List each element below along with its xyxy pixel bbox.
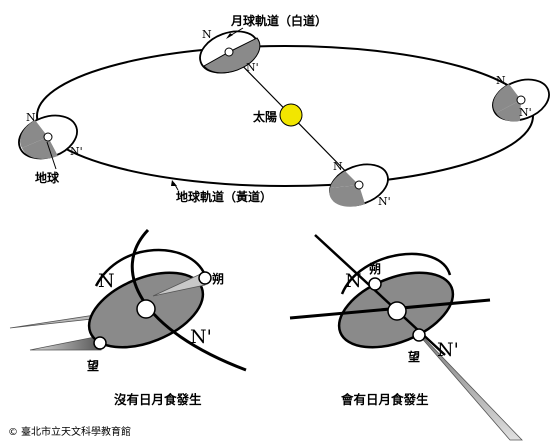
no-eclipse-diagram: 朔 望 N N' 沒有日月食發生 [9, 228, 247, 407]
node-n-prime-right: N' [519, 106, 532, 119]
full-moon-label-left: 望 [87, 358, 99, 373]
node-n-right: N [496, 74, 506, 87]
node-n-br: N [345, 270, 362, 292]
moon-orbit-top: N N' [199, 28, 261, 74]
new-moon-left [198, 271, 212, 285]
top-diagram: 太陽 N N' 月球軌道（白道） N N' N [18, 13, 550, 208]
node-n-top: N [202, 28, 212, 41]
moon-orbit-right: N N' [492, 74, 550, 122]
node-n-prime-left: N' [70, 145, 83, 158]
new-moon-right [368, 277, 382, 291]
caption-eclipse: 會有日月食發生 [341, 392, 429, 407]
eclipse-diagram: 朔 望 N N' 會有日月食發生 [289, 234, 523, 441]
full-moon-label-right: 望 [408, 349, 420, 364]
moon-orbit-arrowhead [226, 33, 233, 39]
earth-orbit-arrowhead [171, 180, 177, 186]
moon-orbit-label: 月球軌道（白道） [230, 13, 327, 28]
moon-orbit-bottom: N N' [329, 160, 391, 208]
sun [279, 103, 303, 127]
node-n-prime-bl: N' [190, 326, 212, 348]
node-n-bl: N [98, 270, 115, 292]
earth-left [136, 299, 156, 319]
moon-orbit-arc-right [340, 252, 452, 295]
node-n-bottom: N [333, 160, 343, 173]
caption-no-eclipse: 沒有日月食發生 [114, 392, 202, 407]
node-n-prime-top: N' [246, 61, 259, 74]
earth-pointer [46, 141, 57, 170]
moon-orbit-left: N N' 地球 [18, 111, 83, 185]
moon-orbit-arc-left [94, 248, 207, 287]
earth-orbit-label: 地球軌道（黃道） [176, 189, 272, 204]
copyright-symbol: © [8, 427, 18, 438]
node-n-left: N [26, 111, 36, 124]
node-n-prime-bottom: N' [378, 195, 391, 208]
new-moon-label-right: 朔 [369, 261, 381, 276]
shadow-cone-long [399, 312, 523, 441]
credit-text: 臺北市立天文科學教育館 [21, 425, 131, 438]
full-moon-left [93, 336, 107, 350]
node-n-prime-br: N' [437, 339, 459, 361]
earth-right [387, 301, 407, 321]
sun-label: 太陽 [253, 109, 277, 124]
full-moon-right [412, 328, 426, 342]
new-moon-label-left: 朔 [212, 271, 224, 286]
earth-label: 地球 [35, 170, 60, 185]
shadow-cone-lower [29, 335, 102, 351]
